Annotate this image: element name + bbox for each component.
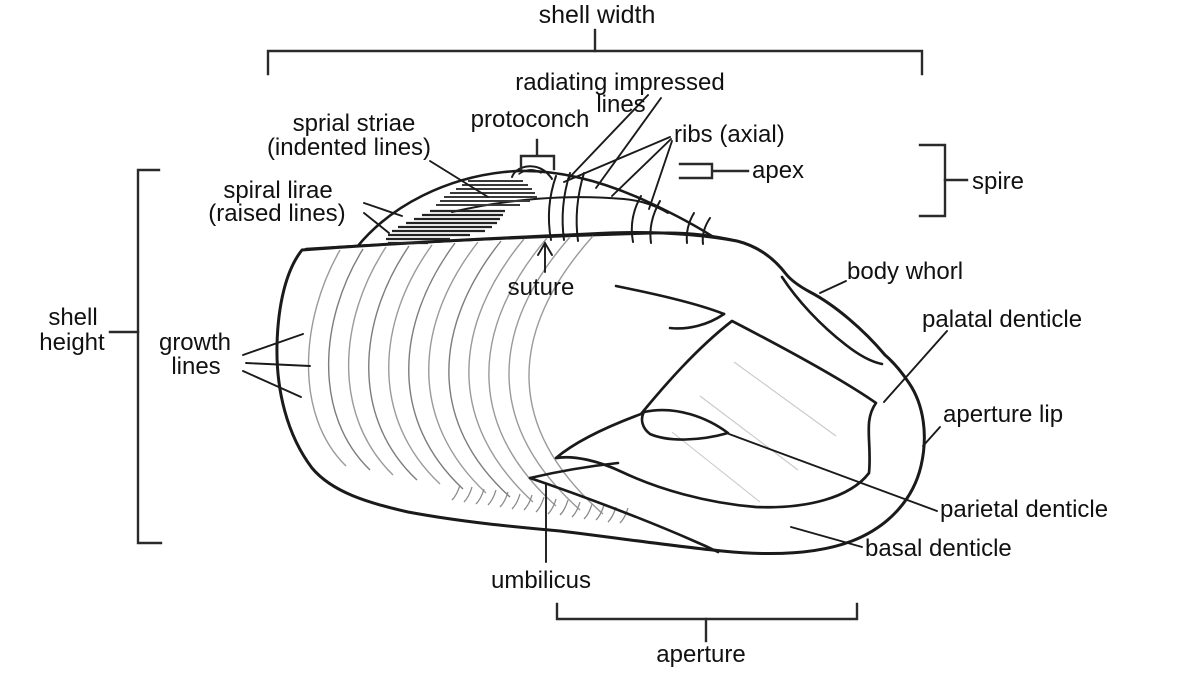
bracket-protoconch (519, 138, 556, 171)
label-spiral-lirae-line2: (raised lines) (208, 200, 345, 227)
leader-ribs-3 (648, 140, 673, 210)
leader-lines (242, 94, 948, 563)
spire-dome (355, 169, 720, 249)
apex-symbol (678, 162, 750, 180)
leader-growth-2 (245, 362, 311, 367)
label-growth-lines-line2: lines (171, 353, 220, 380)
label-radiating-impressed-line2: lines (596, 91, 645, 118)
parietal-denticle-shape (640, 408, 730, 441)
label-umbilicus: umbilicus (491, 567, 591, 594)
label-palatal-denticle: palatal denticle (922, 306, 1082, 333)
spiral-lirae-hatch (386, 209, 505, 245)
figure-labels: shell width radiating impressed lines sp… (39, 1, 1108, 668)
bracket-spire (918, 143, 969, 218)
leader-ribs-2 (611, 138, 672, 197)
bracket-aperture (555, 602, 859, 643)
leader-sprial-striae (429, 160, 489, 198)
bracket-shell-height (108, 168, 163, 545)
body-outline (275, 230, 926, 556)
label-spire: spire (972, 168, 1024, 195)
label-sprial-striae-line2: (indented lines) (267, 134, 431, 161)
body-whorl-band-inner (780, 275, 884, 366)
leader-radiating-2 (595, 97, 662, 189)
leader-aperture-lip (922, 426, 941, 447)
label-radiating-impressed-line1: radiating impressed (515, 69, 724, 96)
label-ribs-axial: ribs (axial) (674, 121, 785, 148)
leader-ribs-1 (563, 136, 671, 183)
aperture-streaks (671, 361, 837, 503)
label-apex: apex (752, 157, 804, 184)
umbilical-hatch (451, 484, 629, 524)
growth-lines-arcs (307, 235, 604, 515)
spiral-striae-hatch (436, 180, 537, 206)
label-growth-lines-line1: growth (159, 329, 231, 356)
bracket-shell-width (266, 28, 924, 76)
label-sprial-striae-line1: sprial striae (293, 110, 416, 137)
suture-arrow (537, 241, 553, 273)
leader-radiating-1 (567, 94, 649, 180)
label-suture: suture (508, 274, 575, 301)
label-shell-width: shell width (539, 1, 656, 29)
aperture-stipple (554, 319, 878, 509)
leader-spiral-lirae-2 (363, 212, 390, 234)
label-aperture-lip: aperture lip (943, 401, 1063, 428)
label-spiral-lirae-line1: spiral lirae (223, 177, 332, 204)
aperture-upper-margin (614, 284, 726, 330)
label-aperture: aperture (656, 641, 745, 668)
label-shell-height-line2: height (39, 329, 105, 356)
leader-parietal-denticle (728, 433, 938, 512)
label-basal-denticle: basal denticle (865, 535, 1012, 562)
label-shell-height-line1: shell (48, 304, 97, 331)
umbilicus-notch (528, 461, 720, 554)
leader-basal-denticle (790, 526, 863, 548)
leader-body-whorl (819, 280, 847, 294)
leader-growth-1 (242, 333, 304, 356)
leader-growth-3 (242, 370, 302, 398)
protoconch-bump (511, 165, 553, 180)
label-parietal-denticle: parietal denticle (940, 496, 1108, 523)
shell-drawing (275, 165, 926, 556)
leader-palatal-denticle (883, 330, 948, 403)
label-body-whorl: body whorl (847, 258, 963, 285)
label-protoconch: protoconch (471, 106, 590, 133)
leader-spiral-lirae-1 (363, 202, 403, 217)
